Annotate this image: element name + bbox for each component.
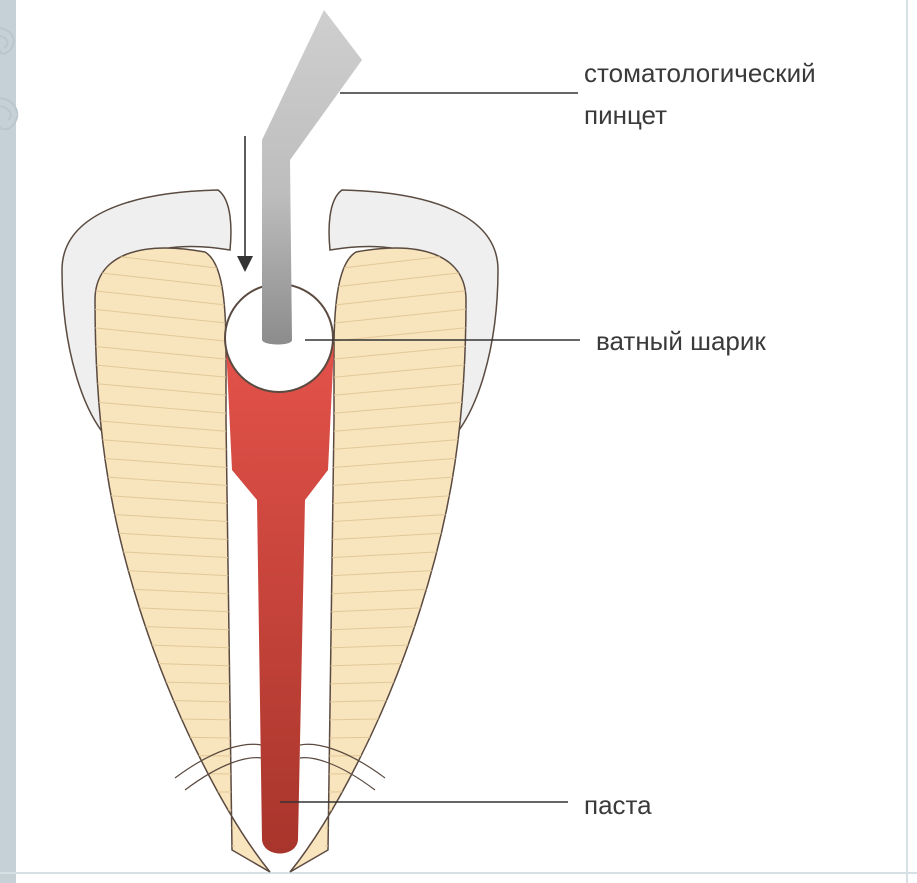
- label-forceps-line2: пинцет: [584, 98, 667, 132]
- paste-in-canal: [226, 345, 334, 854]
- scroll-ornament-icon: [0, 28, 17, 130]
- down-arrow-icon: [237, 136, 253, 272]
- dentin-tubule-line: [80, 864, 235, 866]
- dentin-tubule-line: [325, 846, 480, 847]
- label-paste: паста: [584, 788, 652, 822]
- dentin-tubule-line: [325, 864, 480, 866]
- label-forceps-line1: стоматологический: [584, 56, 816, 90]
- label-cotton-ball: ватный шарик: [596, 324, 766, 358]
- dentin-tubule-line: [80, 828, 235, 829]
- dentin-tubule-line: [325, 828, 480, 829]
- dentin-tubule-line: [80, 846, 235, 847]
- dentin-tubule-line: [80, 791, 235, 792]
- dentin-tubule-line: [325, 791, 480, 792]
